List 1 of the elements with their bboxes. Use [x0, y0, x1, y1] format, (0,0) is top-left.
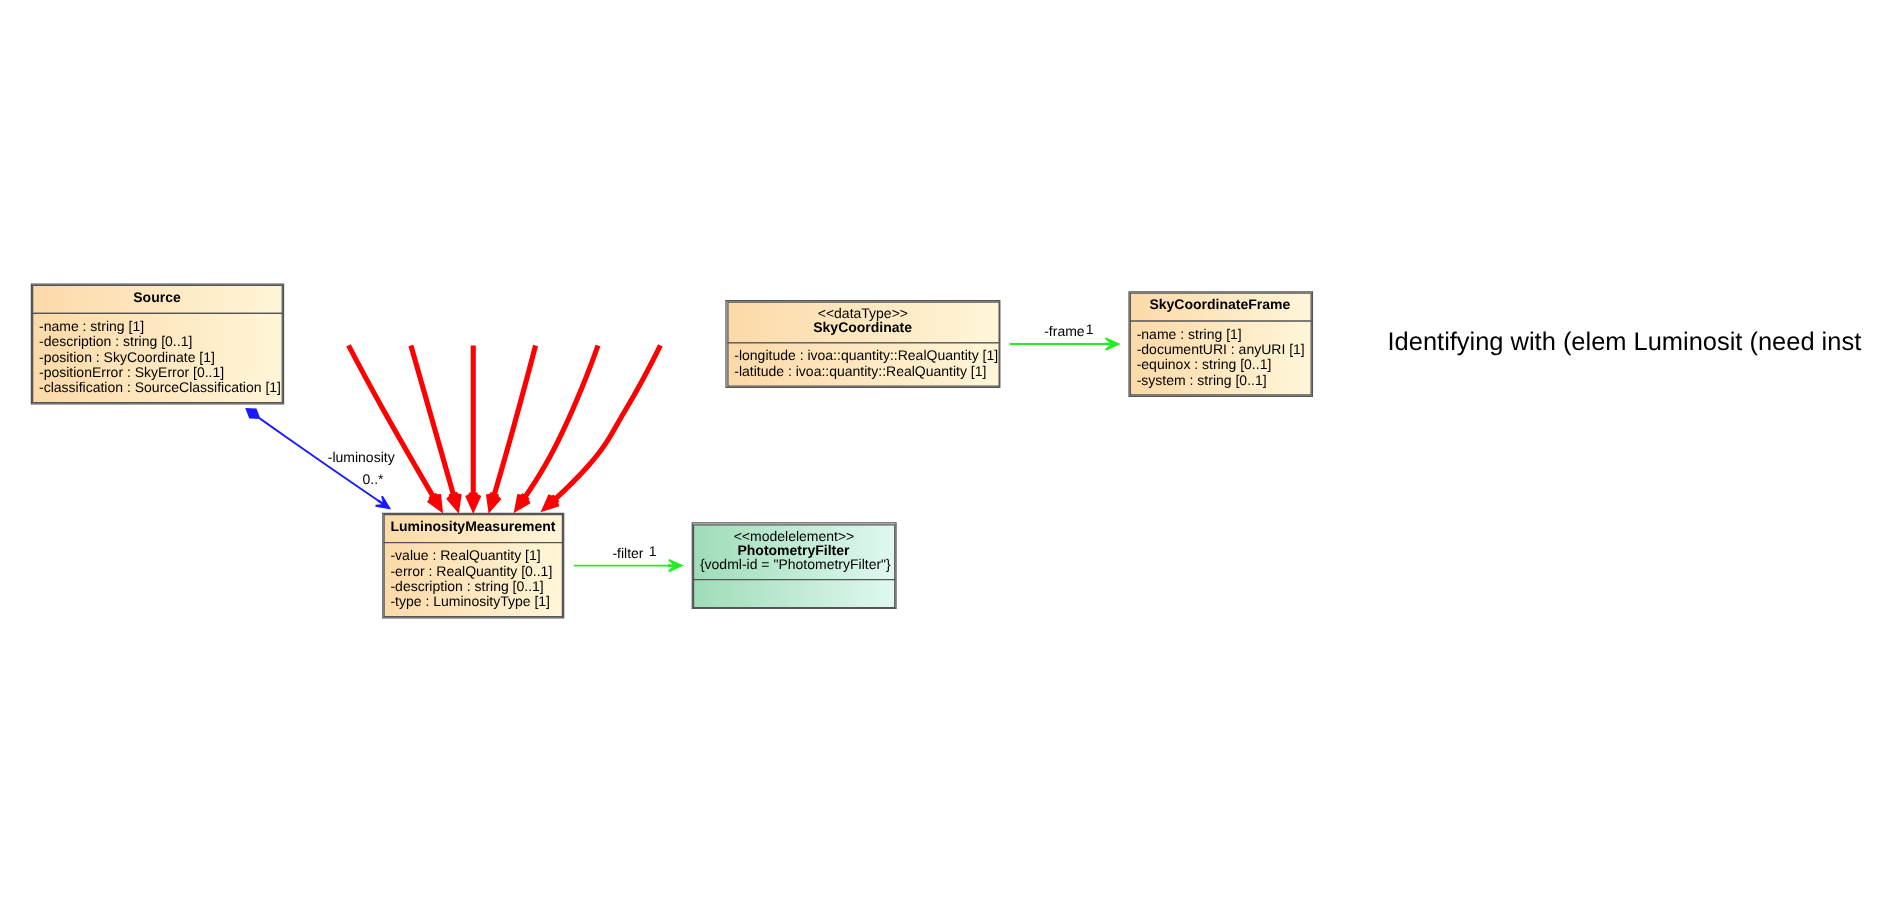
- label: Identifying with (elem Luminosit (need inst: [1387, 325, 1862, 356]
